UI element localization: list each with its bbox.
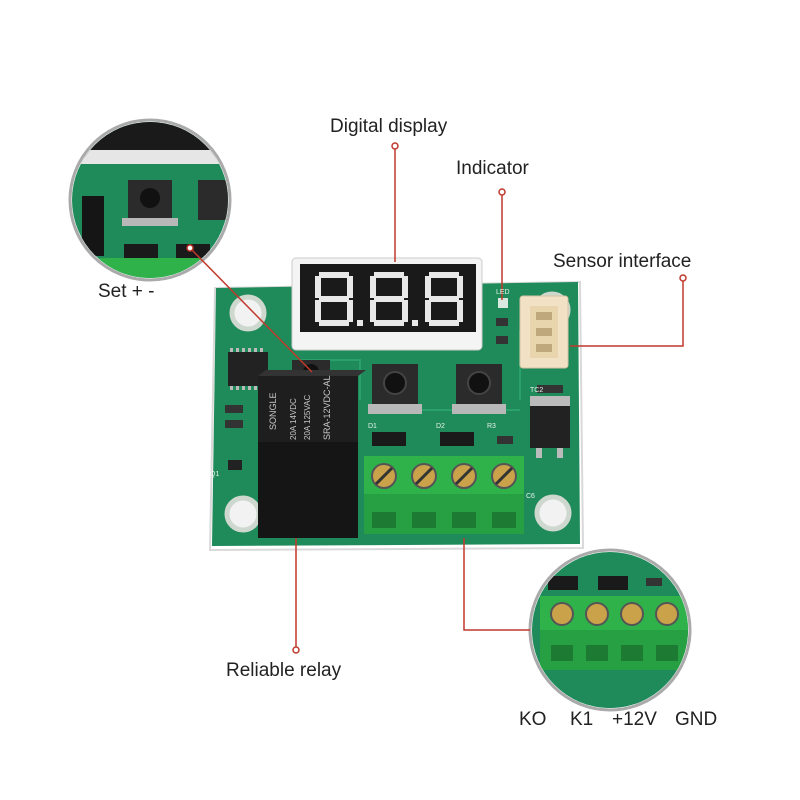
- terminal-label-ko: KO: [519, 709, 547, 730]
- pcb-mark-led: LED: [496, 289, 510, 296]
- button-minus: [452, 364, 506, 414]
- relay-text-rating-2: 20A 125VAC: [303, 395, 312, 440]
- pcb-mark-r3: R3: [487, 423, 496, 430]
- zoom-circle-terminals: [528, 548, 692, 712]
- pcb-mark-d1: D1: [368, 423, 377, 430]
- relay-text-rating-1: 20A 14VDC: [289, 398, 298, 440]
- terminal-block: [364, 456, 524, 534]
- relay-text-model: SRA-12VDC-AL: [322, 375, 332, 440]
- button-plus: [368, 364, 422, 414]
- terminal-label-gnd: GND: [675, 709, 718, 730]
- display-digits: [315, 272, 463, 326]
- label-set-buttons: Set + -: [98, 281, 155, 302]
- label-reliable-relay: Reliable relay: [226, 660, 342, 681]
- label-digital-display: Digital display: [330, 116, 448, 137]
- regulator: [530, 396, 570, 458]
- pcb-mark-d2: D2: [436, 423, 445, 430]
- terminal-label-12v: +12V: [612, 709, 657, 730]
- pcb-mark-q1: Q1: [210, 471, 219, 478]
- pcb-mark-c6: C6: [526, 493, 535, 500]
- callout-lines: [191, 148, 684, 648]
- zoom-circle-set-buttons: [68, 118, 232, 282]
- relay-text-brand: SONGLE: [268, 392, 278, 430]
- sensor-connector: [519, 295, 569, 369]
- label-sensor-interface: Sensor interface: [553, 251, 692, 272]
- diodes: [372, 432, 513, 446]
- terminal-label-k1: K1: [570, 709, 594, 730]
- callout-dots: [186, 142, 687, 654]
- relay: [258, 370, 366, 538]
- indicator-led: [498, 298, 508, 308]
- pcb-mark-tc2: TC2: [530, 387, 543, 394]
- digital-display-module: [291, 257, 483, 351]
- label-indicator: Indicator: [456, 158, 529, 179]
